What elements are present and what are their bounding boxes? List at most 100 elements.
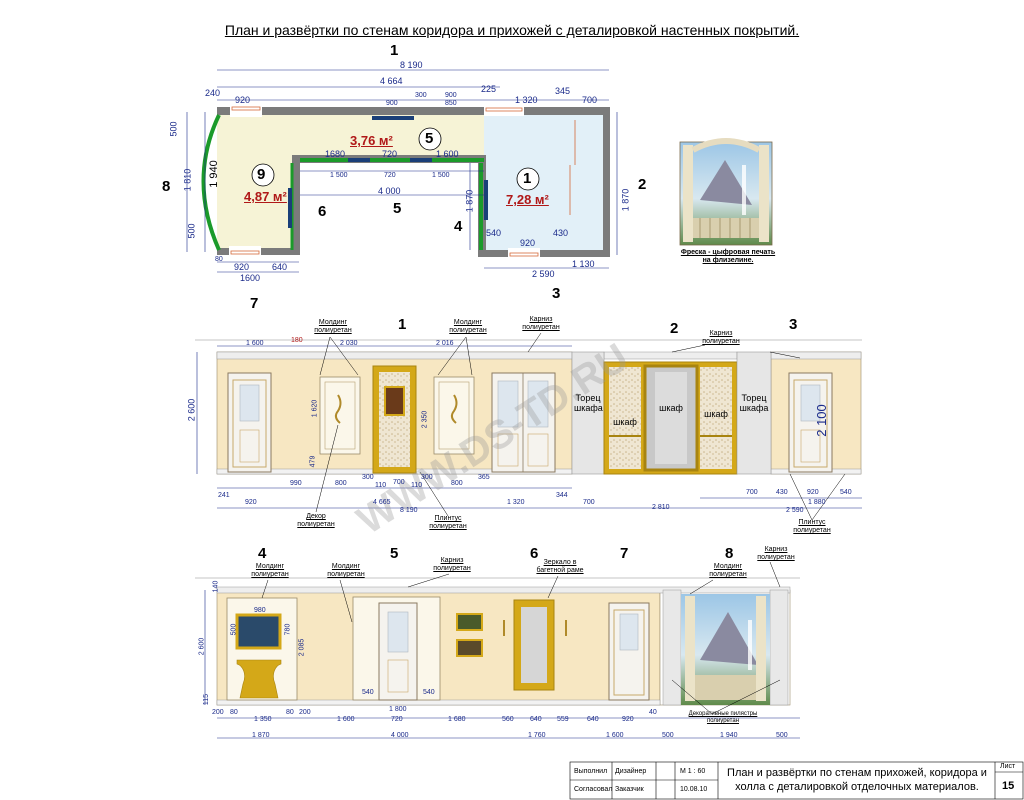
dim-2810: 2 810 (652, 504, 670, 511)
dim-1500b: 1 500 (432, 172, 450, 179)
label2-cornice-2: Карниз полиуретан (757, 546, 795, 561)
dim-500a: 500 (168, 121, 179, 137)
wall-number-6: 6 (318, 203, 327, 220)
dim-800b: 800 (451, 480, 463, 487)
dim2-1350: 1 350 (254, 716, 272, 723)
dim-1600: 1 600 (246, 340, 264, 347)
dim-1940: 1 940 (207, 160, 220, 188)
label-plinth-2: Плинтус полиуретан (793, 519, 831, 534)
wall-number-5: 5 (393, 200, 402, 217)
dim-300: 300 (415, 92, 427, 99)
wall-number-2: 2 (638, 176, 647, 193)
page-title: План и развёртки по стенам коридора и пр… (224, 22, 800, 38)
dim2-140: 140 (212, 580, 220, 593)
dim-700a: 700 (393, 479, 405, 486)
room-area-5: 3,76 м² (350, 133, 393, 148)
dim-800a: 800 (335, 480, 347, 487)
dim-430: 430 (553, 228, 569, 238)
dim-700c: 700 (746, 489, 758, 496)
tb-soglasoval: Согласовал (574, 786, 613, 793)
dim-4000: 4 000 (378, 186, 401, 196)
elev-wall-1: 1 (398, 316, 407, 333)
label2-molding-1: Молдинг полиуретан (251, 563, 289, 578)
dim-240: 240 (205, 88, 221, 98)
tb-sheet-label: Лист (1000, 763, 1016, 770)
elev-wall-8: 8 (725, 545, 734, 562)
dim2-200a: 200 (212, 709, 224, 716)
dim-920b: 920 (807, 489, 819, 496)
elev-wall-4: 4 (258, 545, 267, 562)
dim-110b: 110 (411, 482, 423, 489)
dim-900a: 900 (386, 100, 398, 107)
label-shkaf-2: шкаф (659, 403, 683, 413)
dim-990: 990 (290, 480, 302, 487)
label-molding-1: Молдинг полиуретан (314, 319, 352, 334)
dim-2350: 2 350 (421, 410, 429, 429)
dim-4664: 4 664 (380, 76, 403, 86)
dim2-1600b: 1 600 (606, 732, 624, 739)
floor-plan (186, 69, 618, 273)
dim-total: 8 190 (400, 60, 423, 70)
label-shkaf-1: шкаф (613, 417, 637, 427)
dim-180: 180 (291, 337, 303, 344)
label-decor: Декор полиуретан (297, 513, 335, 528)
dim-300b: 300 (421, 474, 433, 481)
dim2-200b: 200 (299, 709, 311, 716)
label-shkaf-3: шкаф (704, 409, 728, 419)
dim-2100: 2 100 (813, 404, 829, 437)
dim2-80b: 80 (286, 709, 294, 716)
elev-wall-6: 6 (530, 545, 539, 562)
tb-date: 10.08.10 (680, 786, 708, 793)
label-cornice-1: Карниз полиуретан (522, 316, 560, 331)
dim2-540b: 540 (423, 689, 435, 696)
dim2-1600a: 1 600 (337, 716, 355, 723)
dim-920a: 920 (245, 499, 257, 506)
dim-345: 345 (555, 86, 571, 96)
dim-1880: 1 880 (808, 499, 826, 506)
dim-8190: 8 190 (400, 507, 418, 514)
dim-1680: 1680 (325, 149, 346, 159)
dim-2590: 2 590 (786, 507, 804, 514)
room-number-9: 9 (257, 166, 266, 183)
dim-720b: 720 (384, 172, 396, 179)
tb-zakazchik: Заказчик (615, 786, 644, 793)
dim-540: 540 (486, 228, 502, 238)
room-area-9: 4,87 м² (244, 189, 287, 204)
label2-mirror: Зеркало в багетной раме (536, 559, 584, 574)
dim-1320: 1 320 (515, 95, 538, 105)
dim2-980: 980 (254, 607, 266, 614)
dim2-1870: 1 870 (252, 732, 270, 739)
dim-920c: 920 (234, 262, 250, 272)
title-block-frame (569, 761, 1024, 800)
dim2-559: 559 (557, 716, 569, 723)
elev-wall-3: 3 (789, 316, 798, 333)
dim2-500b: 500 (776, 732, 788, 739)
label2-cornice-1: Карниз полиуретан (433, 557, 471, 572)
dim2-500a: 500 (662, 732, 674, 739)
elev-wall-7: 7 (620, 545, 629, 562)
dim-540: 540 (840, 489, 852, 496)
wall-number-3: 3 (552, 285, 561, 302)
fresco-caption: Фреска - цыфровая печать на флизелине. (680, 249, 776, 264)
label-plinth-1: Плинтус полиуретан (429, 515, 467, 530)
dim2-2085: 2 085 (298, 638, 306, 657)
dim2-80a: 80 (230, 709, 238, 716)
dim2-115: 115 (203, 693, 211, 706)
dim-225: 225 (481, 84, 497, 94)
dim2-560: 560 (502, 716, 514, 723)
tb-designer: Дизайнер (615, 768, 647, 775)
dim-4665: 4 665 (373, 499, 391, 506)
dim-720a: 720 (382, 149, 398, 159)
dim-1320: 1 320 (507, 499, 525, 506)
dim2-1940: 1 940 (720, 732, 738, 739)
dim2-780: 780 (284, 623, 292, 636)
dim2-640a: 640 (530, 716, 542, 723)
dim2-1800: 1 800 (389, 706, 407, 713)
label-cornice-2: Карниз полиуретан (702, 330, 740, 345)
dim2-540a: 540 (362, 689, 374, 696)
dim2-40: 40 (649, 709, 657, 716)
dim-1130: 1 130 (572, 259, 595, 269)
dim-1500a: 1 500 (330, 172, 348, 179)
dim-640: 640 (272, 262, 288, 272)
label2-pilasters: Декоративные пилястры полиуретан (688, 711, 758, 724)
